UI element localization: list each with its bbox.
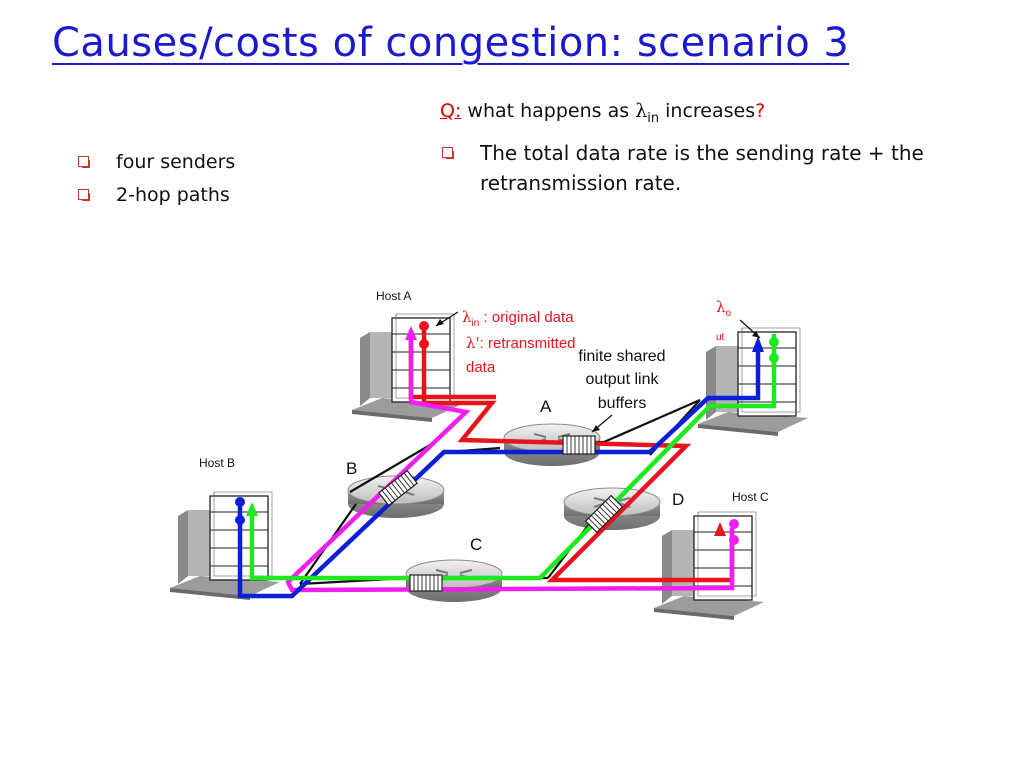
lambda-prime-legend-line2: data xyxy=(466,359,496,376)
question: Q: what happens as λin increases? xyxy=(440,100,765,126)
bullet-item: 2-hop paths xyxy=(78,181,235,214)
host-c xyxy=(653,511,765,621)
checkbox-bullet-icon xyxy=(442,147,454,159)
host-d xyxy=(697,327,809,437)
buffer-c xyxy=(409,574,443,592)
host-b xyxy=(169,491,281,601)
slide-title: Causes/costs of congestion: scenario 3 xyxy=(52,20,850,66)
lambda-symbol: λ xyxy=(635,100,648,122)
buffer-label-line2: output link xyxy=(586,371,660,388)
flow-endpoints xyxy=(235,321,779,545)
checkbox-bullet-icon xyxy=(78,189,90,201)
bullet-item: four senders xyxy=(78,148,235,181)
buffer-label-line1: finite shared xyxy=(578,348,665,365)
buffer-label-line3: buffers xyxy=(598,395,647,412)
buffer-a xyxy=(562,435,596,455)
router-d-label: D xyxy=(672,490,684,509)
question-mark: ? xyxy=(755,100,766,122)
answer-text: The total data rate is the sending rate … xyxy=(480,141,924,195)
lambda-in-legend: λin : original data xyxy=(462,308,574,329)
bullet-list: four senders 2-hop paths xyxy=(78,148,235,214)
host-c-label: Host C xyxy=(732,490,769,504)
question-text: what happens as xyxy=(467,100,636,122)
lambda-prime-legend: λ': retransmitted xyxy=(466,334,576,352)
router-a-label: A xyxy=(540,397,552,416)
question-prefix: Q: xyxy=(440,100,462,122)
host-b-label: Host B xyxy=(199,456,235,470)
question-text-after: increases xyxy=(659,100,756,122)
checkbox-bullet-icon xyxy=(78,156,90,168)
answer-bullet: The total data rate is the sending rate … xyxy=(442,138,940,198)
lambda-out-subscript: ut xyxy=(716,332,725,343)
host-a xyxy=(351,313,463,423)
lambda-subscript: in xyxy=(647,110,660,126)
lambda-out-label: λo xyxy=(716,298,732,319)
router-c-label: C xyxy=(470,535,482,554)
magenta-flow-path xyxy=(285,338,735,593)
blue-flow-path xyxy=(237,346,761,599)
buffer-d xyxy=(584,494,624,534)
host-a-label: Host A xyxy=(376,289,411,303)
buffer-b xyxy=(378,469,418,507)
router-b-label: B xyxy=(346,459,357,478)
green-flow-path xyxy=(249,334,777,581)
